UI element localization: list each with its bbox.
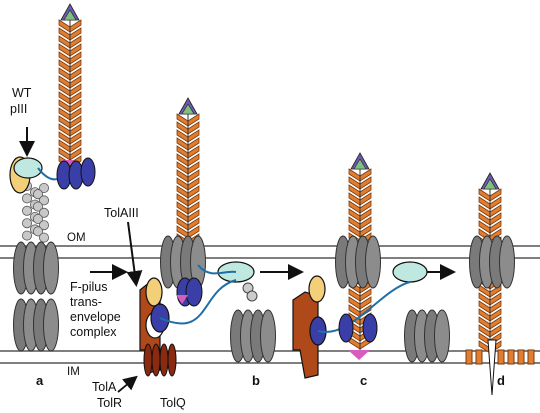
panel-c-group (292, 235, 450, 379)
piii-label: pIII (10, 102, 28, 116)
panel-a-group (9, 127, 71, 352)
panel-b-group (139, 235, 276, 377)
tola-arrow-icon (117, 375, 138, 393)
im-channel-icon (465, 349, 535, 365)
secretin-pore-icon (404, 309, 450, 363)
phage-filament-icon (58, 3, 82, 169)
tola-label: TolA (92, 380, 117, 394)
TolA-icon (292, 291, 319, 379)
secretin-pore-icon (13, 241, 59, 295)
wt-label: WT (12, 86, 32, 100)
im-label: IM (67, 366, 80, 378)
panel-d-label: d (497, 373, 505, 388)
secretin-pore-icon (335, 235, 381, 289)
tolaiii-label: TolAIII (104, 206, 139, 220)
fpilus-label-3: envelope (70, 310, 121, 324)
tolaiii-arrow-icon (126, 221, 143, 287)
panel-b-label: b (252, 373, 260, 388)
pilus-beads (21, 180, 50, 243)
outer-membrane (0, 245, 540, 259)
tolq-label: TolQ (160, 396, 186, 410)
pIII-cyan-domain-icon (13, 157, 43, 179)
panel-d-group (465, 235, 535, 396)
fpilus-label-2: trans- (70, 295, 102, 309)
om-label: OM (67, 232, 86, 244)
panel-a-label: a (36, 373, 44, 388)
tolr-label: TolR (97, 396, 123, 410)
fpilus-label-1: F-pilus (70, 280, 108, 294)
fpilus-label-4: complex (70, 325, 117, 339)
secretin-pore-icon (469, 235, 515, 289)
pIII-cluster-icon (56, 157, 96, 190)
secretin-pore-icon (13, 298, 59, 352)
secretin-pore-icon (230, 309, 276, 363)
TolQR-complex-icon (143, 343, 177, 377)
panel-c-label: c (360, 373, 368, 388)
